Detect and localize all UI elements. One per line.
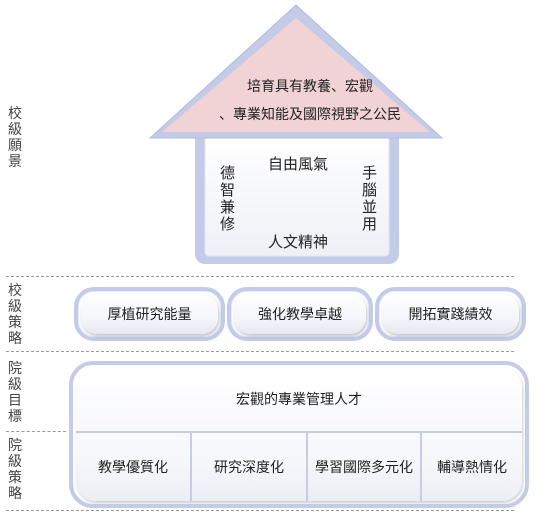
label-college-strategy: 院級策略 xyxy=(8,438,22,502)
cell-divider xyxy=(306,433,308,501)
house-left-text: 德智兼修 xyxy=(219,164,235,233)
roof-text-line1: 培育具有教養、宏觀 xyxy=(247,79,373,95)
college-goal-title: 宏觀的專業管理人才 xyxy=(236,392,362,408)
separator-1 xyxy=(6,276,514,277)
strategy-label: 厚植研究能量 xyxy=(81,294,218,334)
cell-divider xyxy=(190,433,192,501)
label-vision: 校級願景 xyxy=(8,106,22,170)
college-strategy-cell: 教學優質化 xyxy=(98,460,168,476)
goal-divider xyxy=(76,431,522,433)
roof-text-line2: 、專業知能及國際視野之公民 xyxy=(219,107,401,123)
college-goal-inner: 宏觀的專業管理人才 教學優質化 研究深度化 學習國際多元化 輔導熱情化 xyxy=(76,368,522,501)
house-bottom-text: 人文精神 xyxy=(268,233,329,251)
roof-fill xyxy=(162,18,430,132)
college-goal-box: 宏觀的專業管理人才 教學優質化 研究深度化 學習國際多元化 輔導熱情化 xyxy=(69,361,529,508)
strategy-pill-practice: 開拓實踐績效 xyxy=(375,287,526,341)
strategy-label: 開拓實踐績效 xyxy=(382,294,519,334)
house-right-text: 手腦並用 xyxy=(361,164,377,233)
strategy-label: 強化教學卓越 xyxy=(234,294,366,334)
separator-2 xyxy=(6,351,514,352)
separator-4 xyxy=(6,510,514,511)
strategy-pill-teaching: 強化教學卓越 xyxy=(227,287,373,341)
college-strategy-cell: 學習國際多元化 xyxy=(315,460,413,476)
house-top-text: 自由風氣 xyxy=(268,155,329,173)
label-school-strategy: 校級策略 xyxy=(8,283,22,347)
college-strategy-cell: 研究深度化 xyxy=(214,460,284,476)
label-college-goal: 院級目標 xyxy=(8,361,22,425)
house-diagram xyxy=(148,4,444,264)
cell-divider xyxy=(420,433,422,501)
strategy-pill-research: 厚植研究能量 xyxy=(74,287,225,341)
separator-3 xyxy=(6,431,66,432)
college-strategy-cell: 輔導熱情化 xyxy=(437,460,507,476)
